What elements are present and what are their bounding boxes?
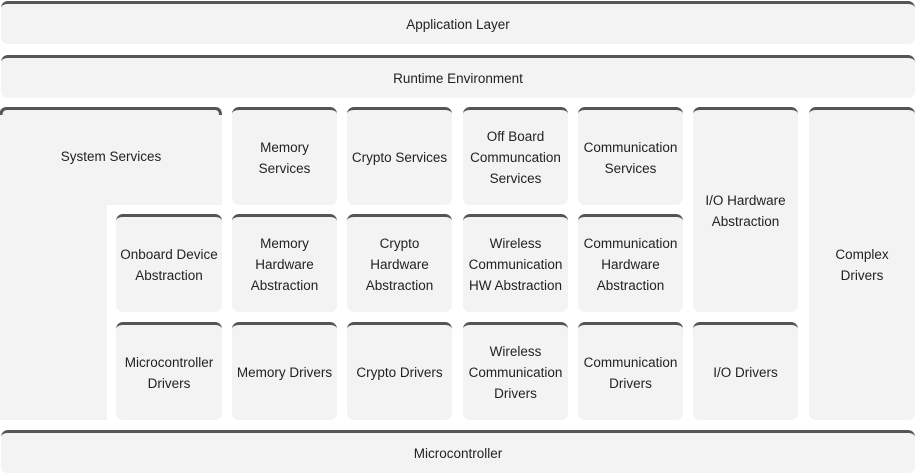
runtime-environment: Runtime Environment xyxy=(1,55,915,98)
communication-services: Communication Services xyxy=(578,107,683,205)
communication-drivers: Communication Drivers xyxy=(578,322,683,420)
offboard-communication-services: Off Board Communcation Services xyxy=(463,107,568,205)
system-services-shape xyxy=(0,107,222,420)
system-services-block xyxy=(0,107,222,420)
crypto-drivers: Crypto Drivers xyxy=(347,322,452,420)
wireless-communication-drivers: Wireless Communication Drivers xyxy=(463,322,568,420)
complex-drivers: Complex Drivers xyxy=(809,107,915,420)
communication-hardware-abstraction: Communication Hardware Abstraction xyxy=(578,214,683,312)
system-services-label: System Services xyxy=(60,148,162,164)
io-hardware-abstraction: I/O Hardware Abstraction xyxy=(693,107,798,312)
microcontroller-layer: Microcontroller xyxy=(1,430,915,473)
crypto-hardware-abstraction: Crypto Hardware Abstraction xyxy=(347,214,452,312)
crypto-services: Crypto Services xyxy=(347,107,452,205)
io-drivers: I/O Drivers xyxy=(693,322,798,420)
microcontroller-drivers: Microcontroller Drivers xyxy=(116,322,222,420)
onboard-device-abstraction: Onboard Device Abstraction xyxy=(116,214,222,312)
memory-drivers: Memory Drivers xyxy=(232,322,337,420)
application-layer: Application Layer xyxy=(1,1,915,44)
memory-services: Memory Services xyxy=(232,107,337,205)
wireless-communication-hw-abstraction: Wireless Communication HW Abstraction xyxy=(463,214,568,312)
memory-hardware-abstraction: Memory Hardware Abstraction xyxy=(232,214,337,312)
